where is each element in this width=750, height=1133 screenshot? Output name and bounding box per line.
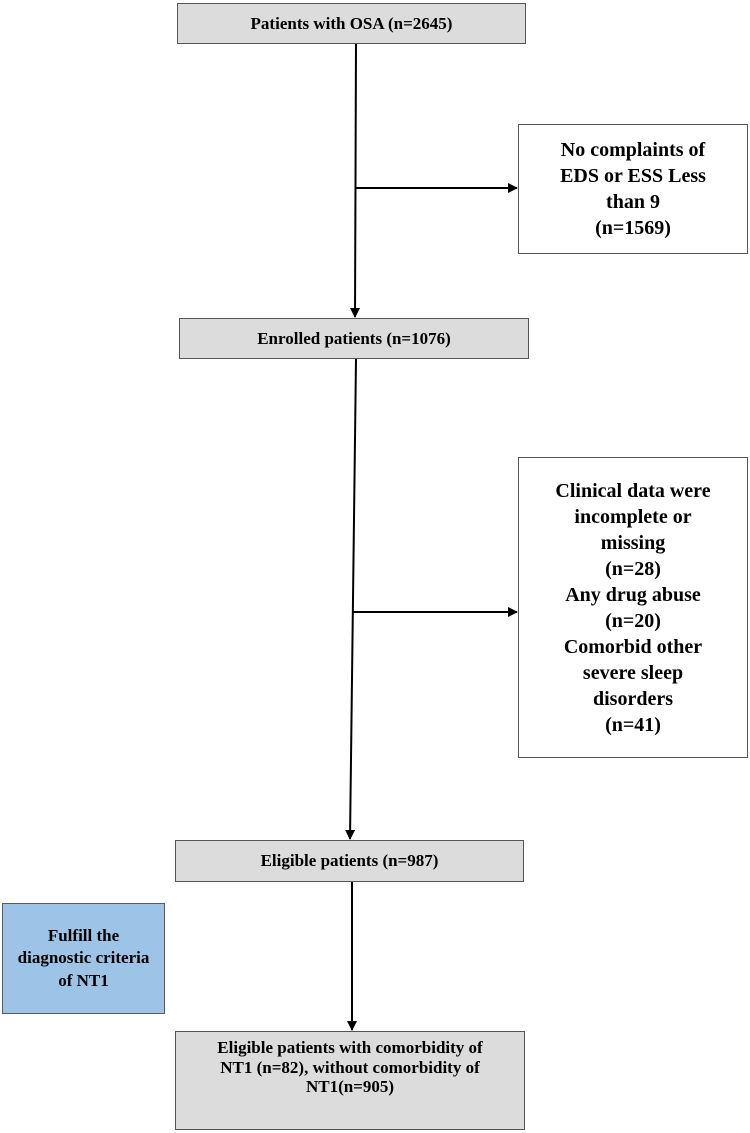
exclusion-no-eds-line-2: EDS or ESS Less [560, 165, 706, 187]
nt1-criteria-line-3: of NT1 [58, 970, 109, 990]
arrow-enrolled-to-eligible [345, 358, 357, 840]
enrolled-patients-box: Enrolled patients (n=1076) [179, 318, 529, 359]
exclusion-drug-abuse-label: Any drug abuse [565, 583, 701, 606]
final-cohort-line-2: NT1 (n=82), without comorbidity of [220, 1057, 480, 1077]
final-cohort-box: Eligible patients with comorbidity of NT… [175, 1031, 525, 1130]
exclusion-sleep-disorders-line-2: severe sleep [582, 661, 684, 684]
exclusion-sleep-disorders-count: (n=41) [605, 713, 661, 736]
nt1-criteria-box: Fulfill the diagnostic criteria of NT1 [2, 903, 165, 1014]
exclusion-incomplete-line-2: incomplete or [574, 505, 692, 528]
enrolled-patients-label: Enrolled patients (n=1076) [257, 328, 451, 348]
nt1-criteria-line-2: diagnostic criteria [17, 948, 150, 968]
nt1-criteria-line-1: Fulfill the [47, 926, 120, 946]
arrow-osa-to-enrolled [350, 43, 361, 318]
exclusion-criteria-box: Clinical data were incomplete or missing… [518, 457, 748, 758]
exclusion-no-eds-line-1: No complaints of [560, 139, 706, 161]
exclusion-drug-abuse-count: (n=20) [605, 609, 661, 632]
exclusion-sleep-disorders-line-3: disorders [593, 687, 673, 710]
eligible-patients-box: Eligible patients (n=987) [175, 840, 524, 882]
final-cohort-line-1: Eligible patients with comorbidity of [217, 1038, 483, 1057]
patients-with-osa-label: Patients with OSA (n=2645) [250, 13, 453, 33]
exclusion-no-eds-line-3: than 9 [606, 191, 660, 213]
exclusion-incomplete-line-1: Clinical data were [555, 479, 711, 502]
eligible-patients-label: Eligible patients (n=987) [260, 851, 439, 870]
exclusion-no-eds-count: (n=1569) [595, 217, 671, 239]
exclusion-incomplete-line-3: missing [600, 531, 666, 554]
patients-with-osa-box: Patients with OSA (n=2645) [177, 3, 526, 44]
exclusion-incomplete-count: (n=28) [605, 557, 661, 580]
exclusion-no-eds-box: No complaints of EDS or ESS Less than 9 … [518, 124, 748, 254]
exclusion-sleep-disorders-line-1: Comorbid other [563, 635, 703, 658]
final-cohort-line-3: NT1(n=905) [305, 1077, 395, 1097]
